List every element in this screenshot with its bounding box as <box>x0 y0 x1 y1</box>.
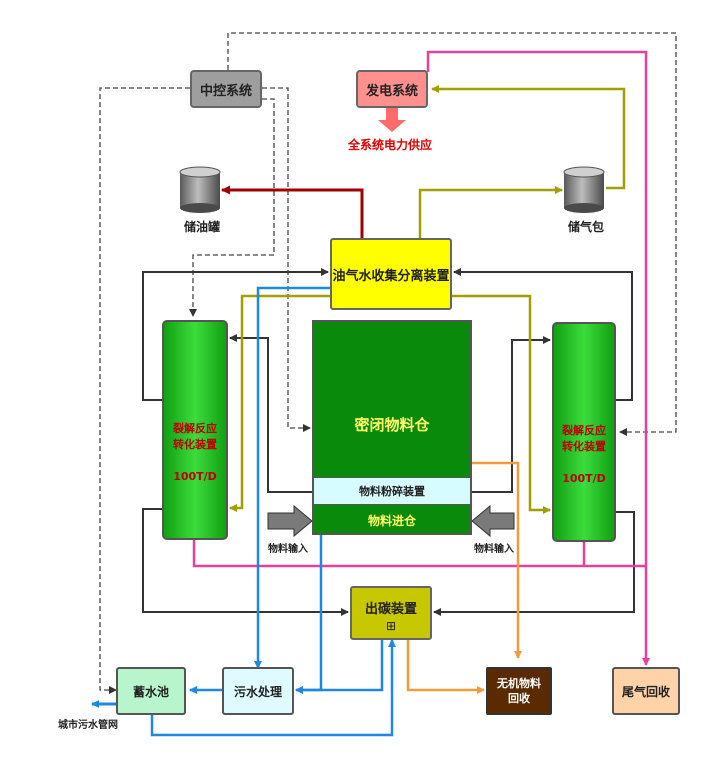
reservoir-label: 蓄水池 <box>132 684 169 699</box>
power-system-box: 发电系统 <box>356 70 428 108</box>
right-reactor: 裂解反应 转化装置 100T/D <box>552 322 616 542</box>
water-treatment-label: 污水处理 <box>233 684 282 699</box>
gas-lines <box>229 85 626 514</box>
right-input-label: 物料输入 <box>474 544 514 555</box>
right-reactor-capacity: 100T/D <box>562 471 606 485</box>
water-lines <box>91 286 396 737</box>
sealed-bin: 密闭物料仓 物料粉碎装置 物料进仓 <box>312 320 472 535</box>
separator-box: 油气水收集分离装置 <box>330 238 452 310</box>
inorganic-recovery-box: 无机物料 回收 <box>486 667 552 715</box>
oil-tank-label: 储油罐 <box>184 220 221 234</box>
right-reactor-name: 裂解反应 转化装置 <box>562 424 606 453</box>
oil-tank-cylinder <box>179 166 221 213</box>
central-control-label: 中控系统 <box>199 83 252 99</box>
power-down-arrow <box>378 108 406 132</box>
carbon-output-label: 出碳装置 <box>364 601 417 617</box>
carbon-output-box: 出碳装置 ⊞ <box>350 586 432 640</box>
right-input-arrow <box>471 504 515 538</box>
crusher-box: 物料粉碎装置 <box>314 477 470 505</box>
sewer-label: 城市污水管网 <box>58 720 118 731</box>
tail-gas-box: 尾气回收 <box>612 667 680 715</box>
gas-bag-cylinder <box>563 166 605 213</box>
sealed-bin-label: 密闭物料仓 <box>354 415 430 434</box>
water-treatment-box: 污水处理 <box>222 667 294 715</box>
reservoir-box: 蓄水池 <box>116 667 186 715</box>
separator-label: 油气水收集分离装置 <box>332 268 450 284</box>
crusher-label: 物料粉碎装置 <box>359 485 425 498</box>
oil-line <box>221 185 364 238</box>
power-supply-label: 全系统电力供应 <box>348 138 433 152</box>
ash-lines <box>406 461 522 694</box>
inorganic-recovery-label: 无机物料 回收 <box>497 677 541 705</box>
control-lines <box>99 32 677 694</box>
left-input-arrow <box>267 504 313 538</box>
power-system-label: 发电系统 <box>365 83 418 99</box>
left-reactor-capacity: 100T/D <box>173 469 217 483</box>
tail-gas-lines <box>192 50 650 666</box>
feed-label: 物料进仓 <box>367 513 416 528</box>
carbon-output-symbol: ⊞ <box>385 619 397 633</box>
left-input-label: 物料输入 <box>268 544 308 555</box>
central-control-box: 中控系统 <box>190 70 262 108</box>
left-reactor-name: 裂解反应 转化装置 <box>173 422 217 451</box>
left-reactor: 裂解反应 转化装置 100T/D <box>162 320 228 540</box>
gas-bag-label: 储气包 <box>568 220 605 234</box>
tail-gas-label: 尾气回收 <box>621 684 670 699</box>
